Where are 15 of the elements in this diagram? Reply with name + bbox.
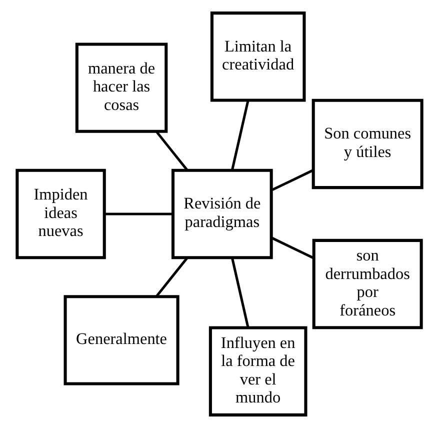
connector — [104, 212, 172, 215]
node-box: Impiden ideas nuevas — [15, 168, 106, 259]
node-box: Influyen en la forma de ver el mundo — [208, 326, 307, 416]
node-box: son derrumbados por foráneos — [312, 238, 422, 329]
connector — [270, 236, 314, 259]
node-box: Revisión de paradigmas — [170, 168, 272, 259]
connector — [154, 130, 188, 170]
connector — [270, 168, 313, 191]
node-box: Son comunes y útiles — [311, 98, 423, 189]
node-box: manera de hacer las cosas — [74, 42, 168, 132]
node-box: Generalmente — [63, 294, 179, 385]
node-box: Limitan la creatividad — [210, 11, 306, 102]
connector — [230, 257, 249, 328]
connector — [154, 256, 188, 297]
connector — [230, 99, 249, 170]
